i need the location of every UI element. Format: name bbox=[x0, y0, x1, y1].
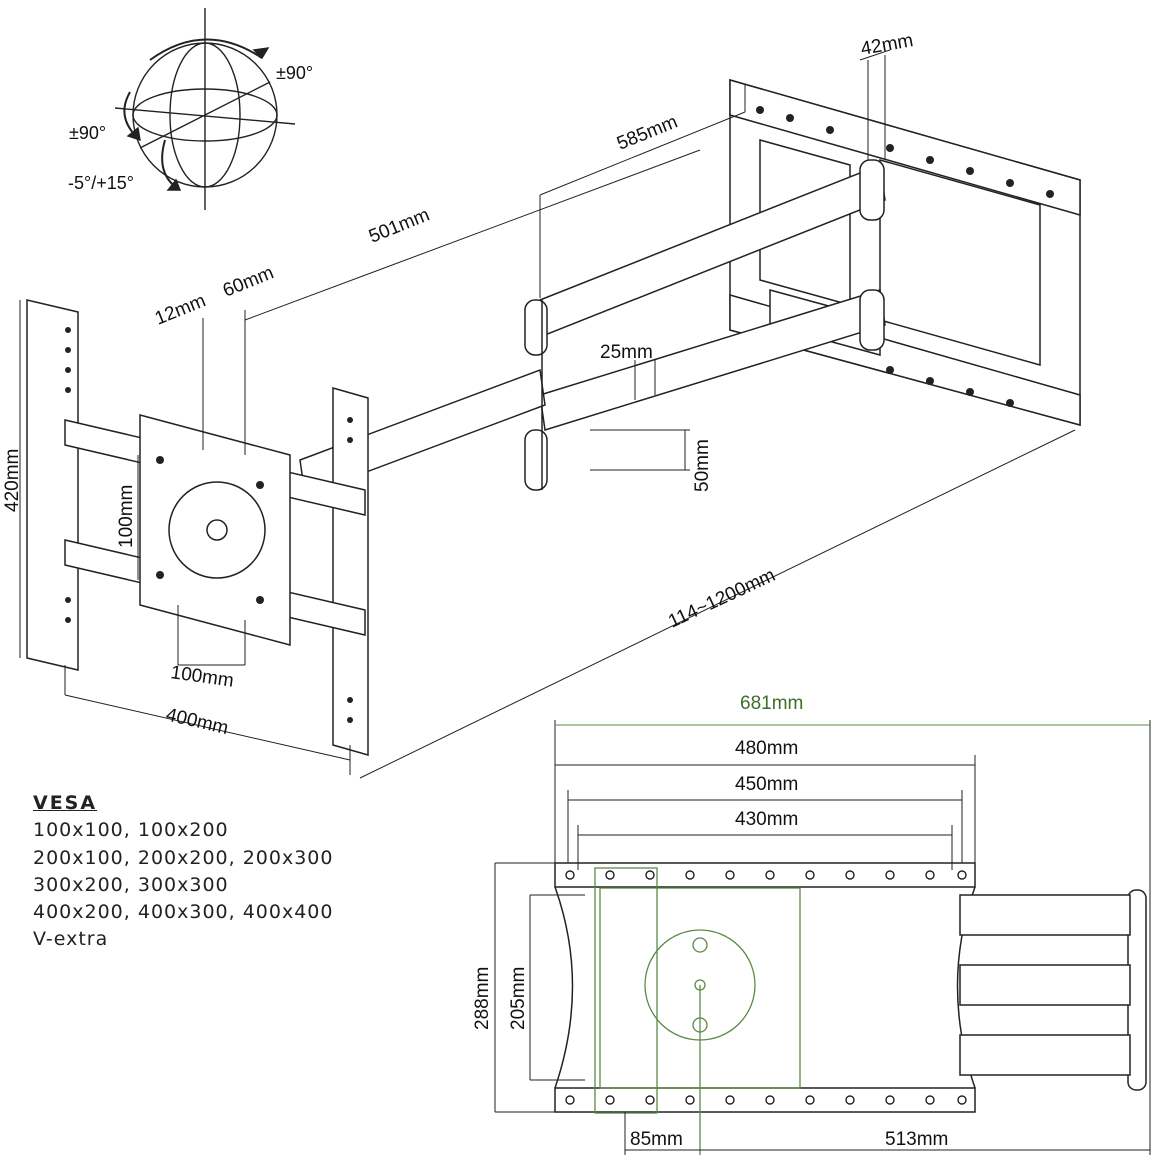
dim-right-offset: 513mm bbox=[885, 1129, 948, 1150]
dim-offset-12: 12mm bbox=[152, 290, 209, 329]
plan-dimension-lines bbox=[494, 720, 1151, 1155]
dim-left-offset: 85mm bbox=[630, 1129, 683, 1150]
dim-arm-length: 501mm bbox=[366, 204, 433, 247]
dim-total-width: 681mm bbox=[740, 693, 803, 714]
dim-arm-spacing: 50mm bbox=[692, 439, 713, 492]
dim-extension: 114~1200mm bbox=[665, 565, 778, 633]
vesa-line: 300x200, 300x300 bbox=[33, 873, 229, 896]
rotate-label: ±90° bbox=[69, 123, 106, 143]
vesa-title: VESA bbox=[33, 792, 98, 814]
wall-plate-holes bbox=[756, 106, 1054, 407]
dim-height-420: 420mm bbox=[2, 449, 23, 512]
dim-arm-gap: 25mm bbox=[600, 342, 653, 363]
vesa-line: 100x100, 100x200 bbox=[33, 819, 229, 842]
swivel-label: ±90° bbox=[276, 63, 313, 83]
plan-view-holes bbox=[565, 870, 967, 1105]
dim-offset-60: 60mm bbox=[220, 262, 277, 301]
dim-vesa-horizontal: 100mm bbox=[169, 662, 235, 692]
dimension-lines bbox=[19, 49, 1076, 779]
vesa-compatibility-list: VESA 100x100, 100x200 200x100, 200x200, … bbox=[33, 790, 333, 954]
articulating-arms bbox=[299, 159, 886, 497]
dim-bracket-depth: 42mm bbox=[859, 30, 915, 60]
wall-plate bbox=[729, 79, 1081, 426]
dim-width-400: 400mm bbox=[164, 704, 230, 739]
dim-width-430: 430mm bbox=[735, 809, 798, 830]
tv-bracket bbox=[26, 299, 369, 756]
dim-width-450: 450mm bbox=[735, 774, 798, 795]
dim-arm-total: 585mm bbox=[614, 111, 681, 154]
dim-height-205: 205mm bbox=[508, 967, 529, 1030]
rotation-gimbal-icon bbox=[114, 8, 296, 210]
vesa-line: 200x100, 200x200, 200x300 bbox=[33, 846, 334, 869]
vesa-line: 400x200, 400x300, 400x400 bbox=[33, 901, 334, 924]
dim-height-288: 288mm bbox=[472, 967, 493, 1030]
plan-view bbox=[554, 862, 1147, 1113]
tv-bracket-holes bbox=[65, 327, 353, 723]
dim-vesa-vertical: 100mm bbox=[116, 485, 137, 548]
plan-view-green-overlay bbox=[594, 867, 801, 1155]
vesa-line: V-extra bbox=[33, 928, 109, 951]
tilt-label: -5°/+15° bbox=[68, 173, 134, 193]
dim-width-480: 480mm bbox=[735, 738, 798, 759]
